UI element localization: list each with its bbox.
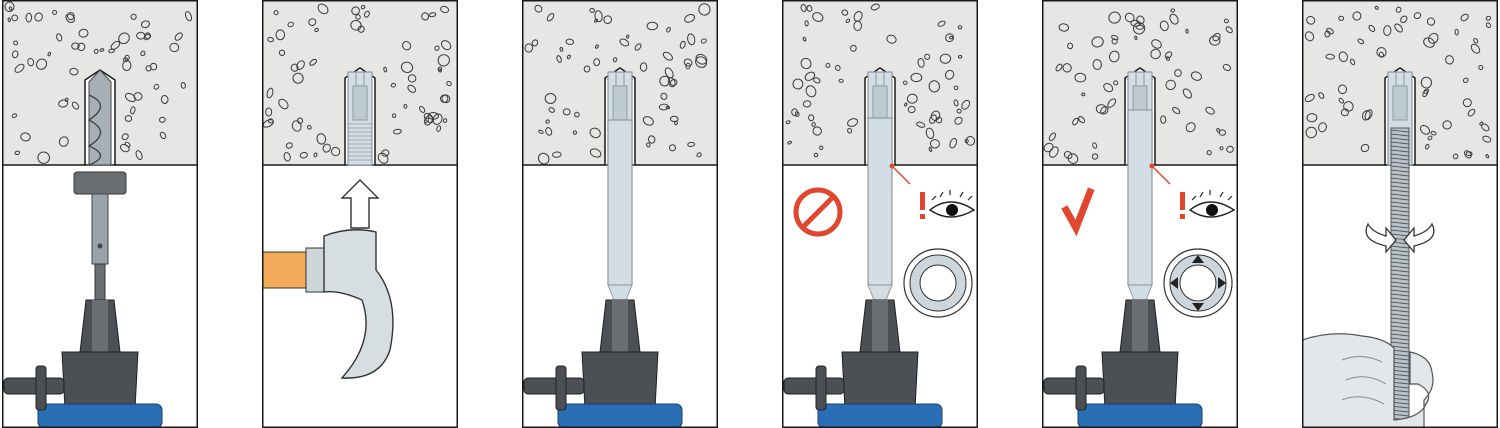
aggregate-stones [1304, 5, 1492, 160]
rotary-hammer-icon [3, 299, 163, 428]
prohibited-icon [793, 187, 843, 237]
threaded-rod-icon [1390, 127, 1410, 428]
rotary-hammer-icon [783, 299, 943, 428]
step-6-threaded-rod-panel [1302, 0, 1498, 428]
step-1-drill-hole-panel [2, 0, 198, 428]
rotary-hammer-icon [1043, 299, 1203, 428]
hand-icon [1302, 333, 1434, 428]
setting-tool-icon [607, 119, 633, 308]
anchor-sleeve [347, 71, 373, 166]
drill-bit-icon [73, 69, 127, 301]
step-1-illustration [2, 0, 198, 428]
exclamation-icon [1180, 192, 1185, 219]
setting-tool-icon [1127, 109, 1153, 308]
step-4-illustration [782, 0, 978, 428]
aggregate-stones [524, 3, 711, 165]
side-handle [3, 377, 65, 395]
side-handle [523, 377, 585, 395]
arrow-up-icon [340, 179, 380, 229]
hammer-icon [262, 229, 394, 379]
rotary-hammer-icon [523, 299, 683, 428]
panel-border [782, 0, 978, 428]
aggregate-stones [262, 3, 452, 164]
eye-icon [928, 190, 976, 218]
side-handle [783, 377, 845, 395]
step-2-insert-anchor-panel [262, 0, 458, 428]
exclamation-icon [920, 192, 925, 219]
marked-ring-icon [1163, 248, 1233, 318]
step-3-illustration [522, 0, 718, 428]
step-4-incorrect-setting-panel [782, 0, 978, 428]
aggregate-stones [1043, 8, 1234, 164]
panel-border [522, 0, 718, 428]
aggregate-stones [4, 1, 193, 164]
step-6-illustration [1302, 0, 1498, 428]
panel-border [1302, 0, 1498, 428]
eye-icon [1188, 190, 1236, 218]
step-5-illustration [1042, 0, 1238, 428]
aggregate-stones [785, 3, 976, 158]
step-2-illustration [262, 0, 458, 428]
plain-ring-icon [903, 248, 973, 318]
panel-border [1042, 0, 1238, 428]
side-handle [1043, 377, 1105, 395]
step-5-correct-setting-panel [1042, 0, 1238, 428]
panel-border [262, 0, 458, 428]
step-3-set-anchor-panel [522, 0, 718, 428]
rotation-arrows-icon [1365, 222, 1435, 254]
setting-tool-icon [867, 117, 893, 308]
panel-border [2, 0, 198, 428]
checkmark-icon [1061, 187, 1095, 237]
